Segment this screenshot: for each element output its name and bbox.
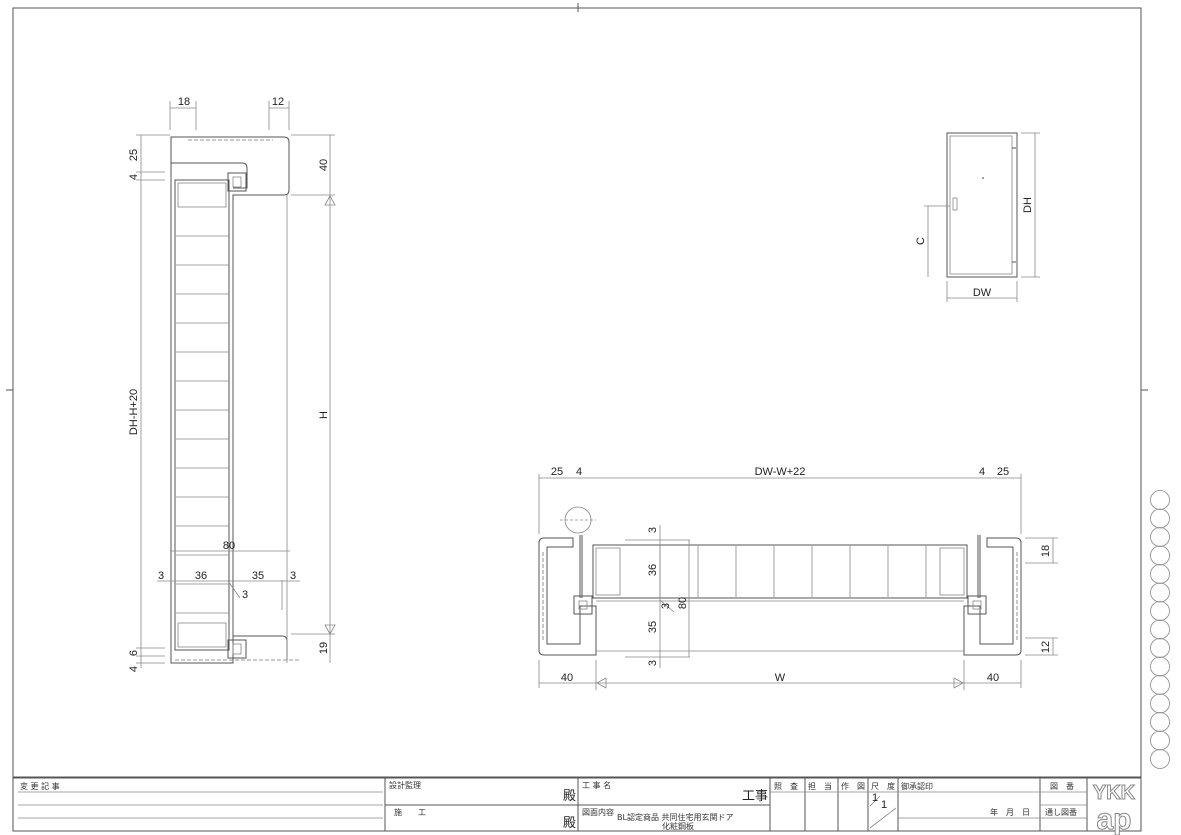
construction-label: 施 工: [394, 807, 426, 817]
dim-dh: DH-H+20: [128, 389, 140, 435]
dim-3-gap: 3: [242, 589, 248, 601]
date-label: 年 月 日: [990, 807, 1030, 817]
dim-plan-18: 18: [1040, 545, 1052, 557]
charge-label: 担 当: [808, 781, 832, 791]
scale-denominator: 1: [881, 799, 887, 811]
serial-no-label: 通し図番: [1045, 807, 1077, 817]
dim-18: 18: [178, 96, 190, 108]
honorific-1: 殿: [563, 789, 576, 804]
dim-plan-3-d: 3: [647, 660, 659, 666]
dim-plan-w: W: [775, 672, 786, 684]
dim-40: 40: [318, 159, 330, 171]
project-name-label: 工 事 名: [582, 780, 611, 790]
revision-circles: [1150, 490, 1170, 769]
approval-label: 御承認印: [901, 781, 933, 791]
dim-19: 19: [318, 642, 330, 654]
check-label: 照 査: [774, 781, 798, 791]
dim-25: 25: [128, 149, 140, 161]
dim-elevation-c: C: [915, 237, 927, 245]
dim-plan-25-right: 25: [997, 466, 1009, 478]
door-elevation: DH C DW: [915, 132, 1040, 302]
revision-circle: [1150, 693, 1170, 714]
dim-36: 36: [195, 570, 207, 582]
dim-elevation-dh: DH: [1022, 197, 1034, 213]
dim-plan-3-a: 3: [647, 527, 659, 533]
dim-6: 6: [128, 650, 140, 656]
dim-3-a: 3: [158, 570, 164, 582]
title-block: [12, 777, 1142, 832]
dim-plan-35: 35: [647, 621, 659, 633]
dim-12: 12: [272, 96, 284, 108]
dim-plan-4-left: 4: [576, 466, 582, 478]
revision-circle: [1150, 730, 1170, 751]
plan-section-dimensions: 25 4 DW-W+22 4 25 40 W 40 18 12 3 36 80 …: [551, 466, 1052, 684]
drafting-label: 作 図: [841, 781, 865, 791]
drawing-content-line2: 化粧鋼板: [662, 821, 694, 831]
revision-circle: [1150, 749, 1170, 769]
dim-plan-40-right: 40: [987, 672, 999, 684]
dim-h: H: [318, 411, 330, 419]
dim-plan-40-left: 40: [561, 672, 573, 684]
dim-plan-80: 80: [677, 597, 689, 609]
revision-circle: [1150, 545, 1170, 566]
drawing-no-label: 図 番: [1050, 781, 1074, 791]
sheet-border: [12, 7, 1142, 778]
project-suffix: 工事: [742, 789, 768, 804]
revision-circle: [1150, 508, 1170, 529]
drawing-content-line1: BL認定商品 共同住宅用玄関ドア: [617, 812, 734, 822]
revision-circle: [1150, 601, 1170, 621]
dim-plan-4-right: 4: [979, 466, 985, 478]
revision-circle: [1150, 712, 1170, 732]
revision-circle: [1150, 638, 1170, 658]
honorific-2: 殿: [563, 816, 576, 831]
change-record-label: 変 更 記 事: [20, 781, 60, 791]
dim-plan-12: 12: [1040, 641, 1052, 653]
scale-numerator: 1: [872, 792, 878, 804]
dim-3-d: 3: [290, 570, 296, 582]
dim-80: 80: [223, 540, 235, 552]
dim-plan-36: 36: [647, 564, 659, 576]
revision-circle: [1150, 619, 1170, 640]
scale-label: 尺 度: [871, 781, 895, 791]
dim-elevation-dw: DW: [973, 287, 992, 299]
svg-text:ap: ap: [1096, 803, 1131, 835]
vertical-section: [136, 101, 336, 668]
revision-circle: [1150, 527, 1170, 547]
dim-4-top: 4: [128, 174, 140, 180]
dim-4-bottom: 4: [128, 666, 140, 672]
dim-plan-25-left: 25: [551, 466, 563, 478]
revision-circle: [1150, 564, 1170, 584]
dim-plan-3-gap: 3: [660, 603, 672, 609]
plan-section: [538, 474, 1058, 690]
design-supervision-label: 設計監理: [389, 780, 421, 790]
drawing-content-label: 図面内容: [582, 807, 614, 817]
svg-text:YKK: YKK: [1093, 782, 1136, 804]
revision-circle: [1150, 675, 1170, 695]
revision-circle: [1150, 490, 1170, 510]
dim-35: 35: [252, 570, 264, 582]
dim-plan-dw: DW-W+22: [755, 466, 806, 478]
revision-circle: [1150, 582, 1170, 603]
vertical-section-dimensions: 18 12 25 4 DH-H+20 6 4 40 H 19 80 3 36 3…: [128, 96, 330, 672]
ykk-ap-logo: YKK ap: [1092, 782, 1136, 835]
title-block-text: 変 更 記 事 設計監理 殿 施 工 殿 工 事 名 工事 図面内容 BL認定商…: [20, 780, 1136, 835]
revision-circle: [1150, 656, 1170, 677]
